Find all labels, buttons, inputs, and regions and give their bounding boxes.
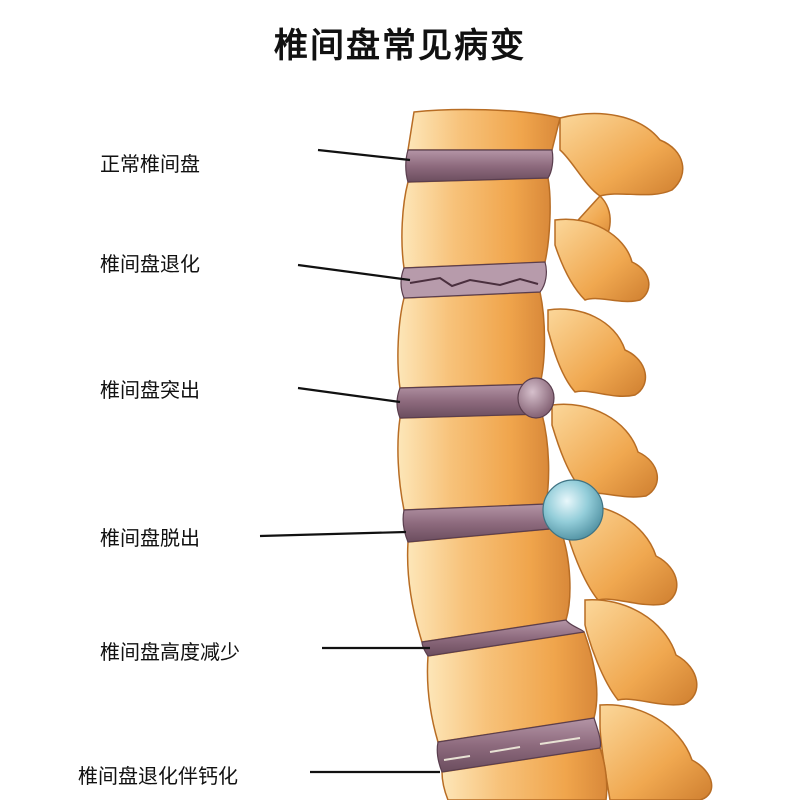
label-disc-herniation: 椎间盘突出 <box>100 378 200 402</box>
label-disc-degeneration: 椎间盘退化 <box>100 252 200 276</box>
label-disc-degeneration-calcification: 椎间盘退化伴钙化 <box>78 764 238 788</box>
leader-line-0 <box>317 148 411 162</box>
disc-normal <box>405 149 554 183</box>
disc-reduced-height <box>421 619 585 657</box>
label-disc-height-reduction: 椎间盘高度减少 <box>100 640 240 664</box>
intervertebral-discs <box>396 149 604 773</box>
herniation-bulge <box>517 377 555 419</box>
leader-line-2 <box>297 386 401 404</box>
leader-lines <box>259 148 440 774</box>
extrusion-blob <box>542 479 604 541</box>
page-title: 椎间盘常见病变 <box>274 26 526 66</box>
leader-line-3 <box>259 530 407 538</box>
vertebral-bodies <box>397 108 608 801</box>
label-disc-extrusion: 椎间盘脱出 <box>100 526 200 550</box>
label-normal-disc: 正常椎间盘 <box>100 152 200 176</box>
disc-calcified <box>436 717 602 773</box>
leader-line-1 <box>297 263 411 282</box>
